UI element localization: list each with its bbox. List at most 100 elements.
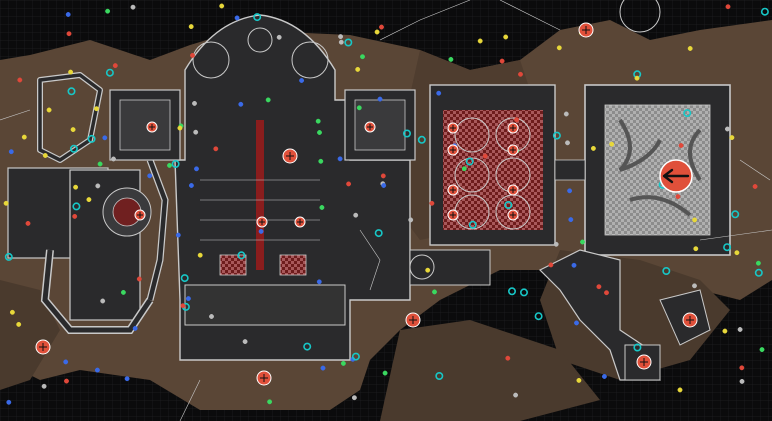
item-dot bbox=[16, 321, 22, 327]
item-dot bbox=[604, 290, 609, 296]
enemy-markers[interactable] bbox=[35, 22, 698, 386]
item-dot bbox=[219, 3, 225, 9]
enemy-marker-icon[interactable] bbox=[405, 312, 421, 328]
item-markers bbox=[3, 3, 769, 405]
enemy-marker-icon[interactable] bbox=[507, 184, 519, 196]
item-dot bbox=[299, 78, 305, 83]
item-dot bbox=[320, 365, 326, 371]
item-dot bbox=[353, 212, 359, 218]
item-dot bbox=[683, 109, 692, 118]
item-dot bbox=[351, 352, 360, 361]
item-dot bbox=[596, 284, 602, 290]
item-dot bbox=[112, 63, 118, 69]
item-dot bbox=[213, 146, 219, 152]
item-dot bbox=[136, 276, 142, 282]
item-dot bbox=[147, 173, 153, 179]
item-dot bbox=[360, 54, 365, 60]
item-dot bbox=[265, 97, 271, 103]
item-dot bbox=[67, 87, 76, 96]
item-dot bbox=[402, 129, 411, 138]
item-dot bbox=[468, 220, 477, 229]
item-dot bbox=[417, 135, 426, 144]
item-dot bbox=[338, 39, 344, 45]
item-dot bbox=[692, 283, 697, 289]
item-dot bbox=[102, 135, 108, 141]
enemy-marker-icon[interactable] bbox=[294, 216, 306, 228]
item-dot bbox=[739, 365, 745, 371]
item-dot bbox=[760, 7, 769, 16]
enemy-marker-icon[interactable] bbox=[447, 144, 459, 156]
item-dot bbox=[580, 239, 585, 245]
item-dot bbox=[571, 262, 577, 268]
enemy-marker-icon[interactable] bbox=[578, 22, 594, 38]
enemy-marker-icon[interactable] bbox=[256, 370, 272, 386]
enemy-marker-icon[interactable] bbox=[507, 209, 519, 221]
item-dot bbox=[188, 183, 194, 188]
enemy-marker-icon[interactable] bbox=[35, 339, 51, 355]
enemy-marker-icon[interactable] bbox=[447, 209, 459, 221]
enemy-marker-icon[interactable] bbox=[507, 144, 519, 156]
item-dot bbox=[678, 143, 684, 148]
item-dot bbox=[132, 325, 138, 331]
item-dot bbox=[197, 252, 203, 258]
item-dot bbox=[436, 90, 442, 96]
item-dot bbox=[68, 69, 74, 75]
east-fortress bbox=[538, 0, 731, 381]
item-dot bbox=[429, 200, 435, 206]
enemy-marker-icon[interactable] bbox=[507, 122, 519, 134]
item-dot bbox=[64, 378, 69, 384]
item-dot bbox=[565, 140, 570, 146]
item-dot bbox=[677, 387, 683, 393]
item-dot bbox=[556, 45, 562, 51]
player-arrow-icon[interactable] bbox=[659, 159, 693, 193]
enemy-marker-icon[interactable] bbox=[146, 121, 158, 133]
item-dot bbox=[258, 228, 264, 234]
item-dot bbox=[73, 184, 79, 190]
enemy-marker-icon[interactable] bbox=[636, 354, 652, 370]
item-dot bbox=[340, 360, 346, 366]
item-dot bbox=[499, 58, 505, 64]
item-dot bbox=[86, 197, 92, 203]
item-dot bbox=[739, 378, 745, 384]
enemy-marker-icon[interactable] bbox=[682, 312, 698, 328]
item-dot bbox=[234, 15, 240, 21]
item-dot bbox=[4, 252, 13, 261]
item-dot bbox=[192, 100, 197, 106]
item-dot bbox=[548, 262, 554, 268]
item-dot bbox=[337, 156, 343, 162]
enemy-marker-icon[interactable] bbox=[447, 122, 459, 134]
item-dot bbox=[317, 130, 322, 135]
enemy-marker-icon[interactable] bbox=[447, 184, 459, 196]
item-dot bbox=[72, 202, 81, 211]
item-dot bbox=[338, 34, 344, 40]
enemy-marker-icon[interactable] bbox=[364, 121, 376, 133]
item-dot bbox=[303, 342, 312, 351]
west-complex bbox=[7, 72, 169, 334]
item-dot bbox=[238, 101, 244, 107]
item-dot bbox=[319, 205, 325, 210]
central-carpet bbox=[256, 120, 264, 270]
item-dot bbox=[175, 232, 181, 238]
item-dot bbox=[662, 266, 671, 275]
item-dot bbox=[519, 288, 528, 297]
item-dot bbox=[729, 135, 735, 141]
enemy-marker-icon[interactable] bbox=[134, 209, 146, 221]
item-dot bbox=[41, 383, 47, 389]
item-dot bbox=[167, 162, 172, 168]
item-dot bbox=[574, 320, 579, 326]
item-dot bbox=[355, 66, 361, 72]
item-dot bbox=[601, 374, 607, 379]
enemy-marker-icon[interactable] bbox=[256, 216, 268, 228]
enemy-marker-icon[interactable] bbox=[282, 148, 298, 164]
item-dot bbox=[693, 246, 699, 252]
item-dot bbox=[17, 77, 23, 83]
item-dot bbox=[425, 267, 431, 273]
item-dot bbox=[754, 268, 763, 277]
item-dot bbox=[100, 298, 106, 304]
item-dot bbox=[723, 243, 732, 252]
item-dot bbox=[9, 309, 15, 315]
item-dot bbox=[725, 4, 731, 10]
carpet-hall bbox=[409, 84, 556, 286]
item-dot bbox=[69, 144, 78, 153]
